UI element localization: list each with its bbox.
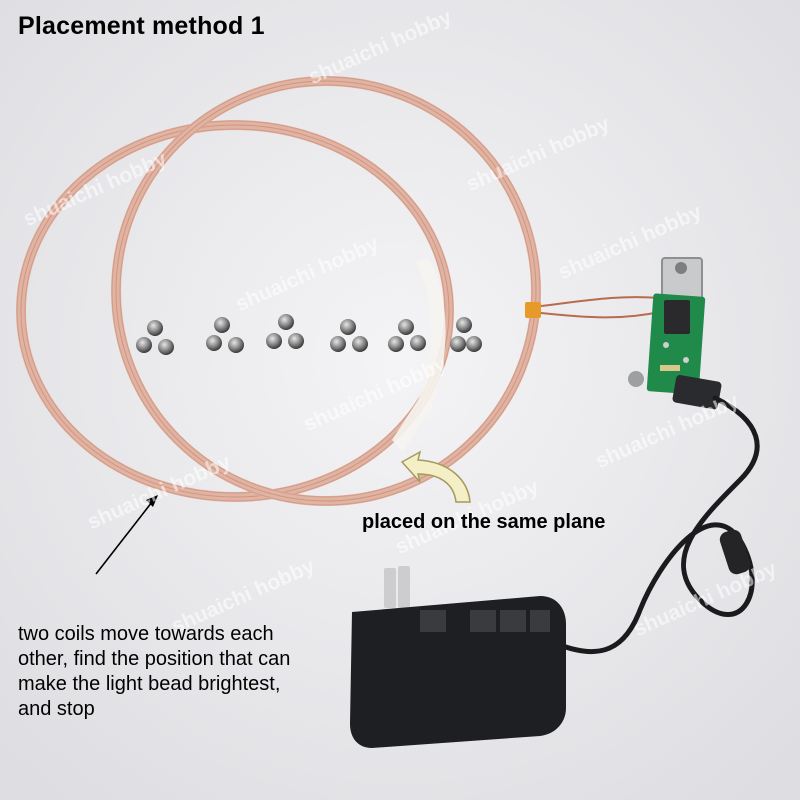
light-beads: [136, 314, 482, 355]
coil-wires: [540, 296, 661, 319]
same-plane-label: placed on the same plane: [362, 511, 606, 533]
straight-arrow-head: [146, 495, 158, 507]
tape-wrap: [392, 258, 446, 452]
straight-arrow: [95, 501, 153, 575]
capacitor-tab: [525, 302, 541, 318]
right-coil: [111, 76, 541, 506]
receiver-module: [628, 257, 722, 410]
power-cable: [557, 395, 760, 655]
ferrite-bead: [719, 529, 751, 575]
instruction-text: two coils move towards each other, find …: [18, 623, 291, 720]
power-adapter: [350, 566, 566, 748]
curved-arrow: [400, 450, 471, 503]
page-title: Placement method 1: [18, 12, 265, 40]
left-coil: [16, 120, 454, 502]
